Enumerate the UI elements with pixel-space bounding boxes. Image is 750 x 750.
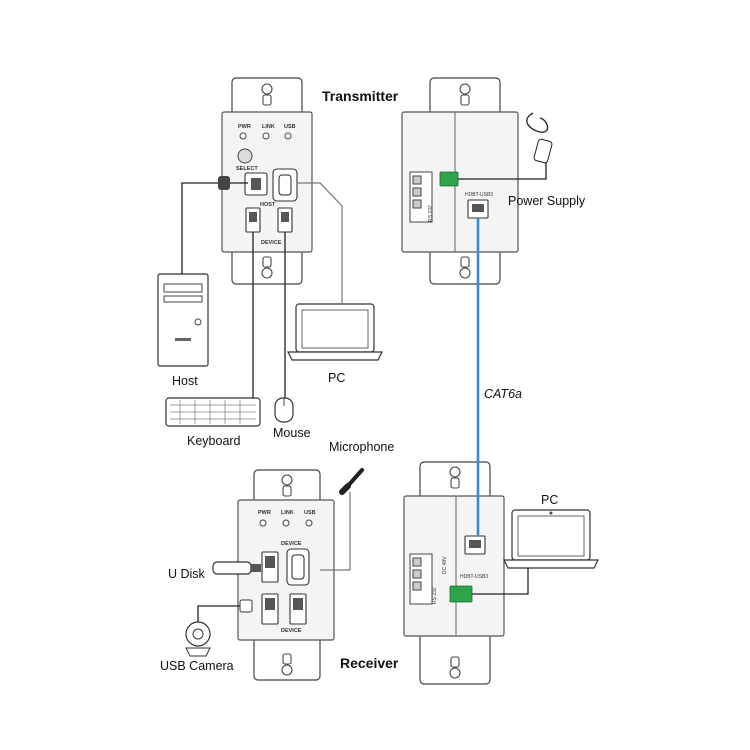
pwr-label-rx: PWR: [258, 510, 271, 516]
device-label-rx-top: DEVICE: [281, 541, 302, 547]
power-terminal[interactable]: [439, 171, 459, 187]
host-plug: [218, 176, 230, 190]
receiver-title: Receiver: [340, 655, 399, 671]
select-label: SELECT: [236, 166, 258, 172]
keyboard-label: Keyboard: [187, 434, 241, 448]
camera-plug: [239, 599, 253, 613]
rs232-label-tx: RS 232: [428, 205, 434, 222]
host-label-text: Host: [172, 374, 198, 388]
link-label: LINK: [262, 124, 275, 130]
usb-camera: [185, 621, 211, 657]
cat6a-label: CAT6a: [484, 387, 522, 401]
select-button[interactable]: [237, 148, 253, 164]
power-supply-cable: [458, 162, 547, 180]
power-supply-adapter: [526, 112, 553, 164]
microphone-label: Microphone: [329, 440, 394, 454]
rx-device-port-2[interactable]: [291, 554, 305, 580]
device-label-rx-bottom: DEVICE: [281, 628, 302, 634]
hdbt-usb3-label-tx: HDBT-USB3: [465, 192, 493, 198]
mouse-label: Mouse: [273, 426, 311, 440]
host-port-2[interactable]: [278, 174, 292, 196]
u-disk: [212, 561, 261, 575]
pc-bottom-laptop: [503, 509, 599, 569]
u-disk-label: U Disk: [168, 567, 206, 581]
host-cable: [181, 182, 224, 274]
mouse: [274, 397, 294, 423]
receiver-front-plate: PWR LINK USB DEVICE DEVICE: [237, 469, 335, 681]
pc-bottom-cable: [472, 568, 529, 595]
transmitter-back-plate: RS 232 HDBT-USB3: [401, 77, 519, 285]
device-label: DEVICE: [261, 240, 282, 246]
pwr-label: PWR: [238, 124, 251, 130]
usb-label-rx: USB: [304, 510, 316, 516]
receiver-back-plate: RS 232 DC 48V HDBT-USB3: [403, 461, 505, 685]
host-tower: [157, 273, 209, 367]
pc-top-label: PC: [328, 371, 345, 385]
host-label: HOST: [260, 202, 276, 208]
microphone-cable: [320, 492, 351, 571]
camera-cable: [197, 605, 244, 622]
transmitter-title: Transmitter: [322, 88, 399, 104]
hdbt-usb3-label-rx: HDBT-USB3: [460, 574, 488, 580]
rx-terminal[interactable]: [449, 585, 473, 603]
link-label-rx: LINK: [281, 510, 294, 516]
usb-camera-label: USB Camera: [160, 659, 234, 673]
pc-top-cable: [297, 182, 343, 304]
pc-bottom-label: PC: [541, 493, 558, 507]
pc-top-laptop: [287, 303, 383, 361]
keyboard: [165, 397, 261, 427]
usb-label: USB: [284, 124, 296, 130]
transmitter-front-plate: PWR LINK USB SELECT HOST DEVICE: [221, 77, 313, 285]
dc48v-label-rx: DC 48V: [442, 556, 448, 574]
microphone: [339, 468, 364, 495]
rs232-label-rx: RS 232: [432, 587, 438, 604]
power-supply-label: Power Supply: [508, 194, 586, 208]
